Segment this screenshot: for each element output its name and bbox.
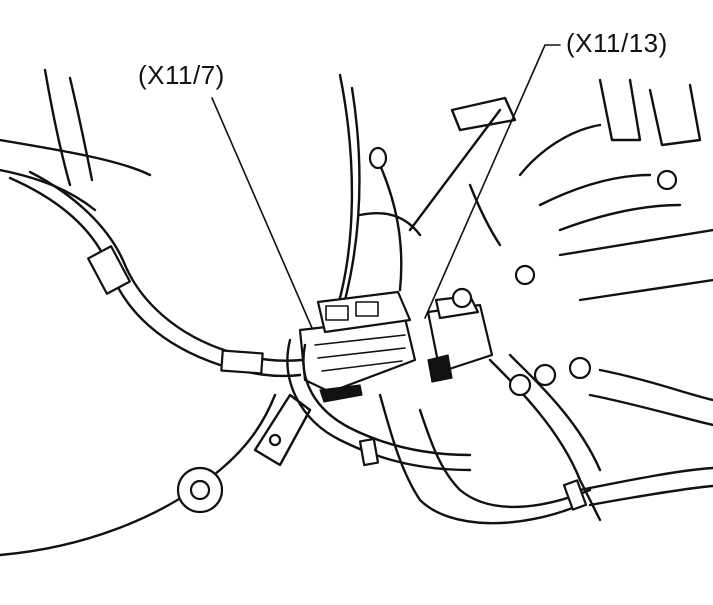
callout-label-x11-13: (X11/13)	[566, 28, 668, 58]
wiring-harness-left	[8, 170, 304, 378]
connector-x11-13	[426, 287, 494, 383]
lower-cables	[286, 338, 713, 525]
connector-x11-7	[298, 290, 417, 403]
mounting-plate	[176, 393, 312, 514]
leader-line-x11-7	[211, 97, 313, 329]
leader-lines	[211, 44, 561, 329]
leader-line-x11-13	[424, 44, 561, 319]
upper-wiring	[358, 78, 713, 302]
callout-label-x11-7: (X11/7)	[138, 60, 225, 90]
